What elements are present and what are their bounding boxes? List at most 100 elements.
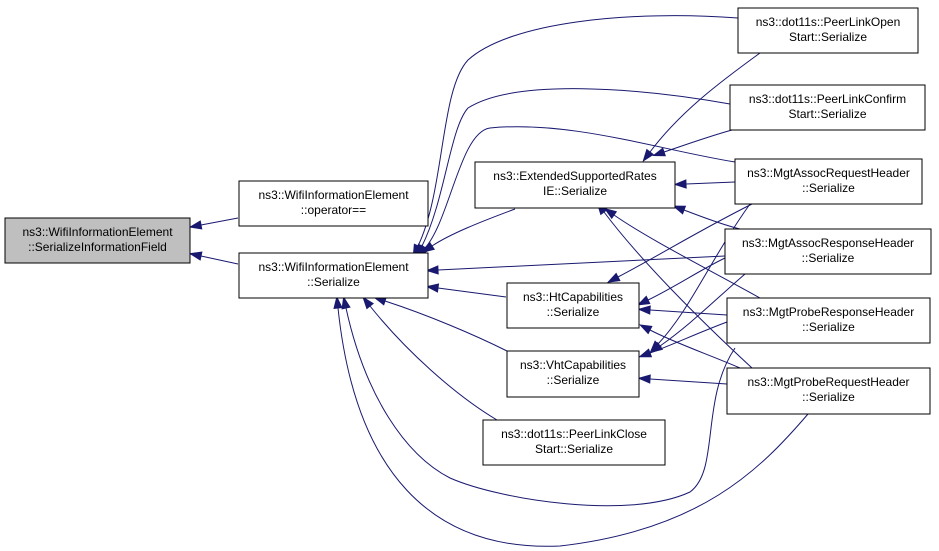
edge-probe-response-to-vht-serialize-line <box>649 321 728 354</box>
node-assoc-response-line2: ::Serialize <box>802 251 855 265</box>
edge-peer-link-open-to-extended-rates-serialize <box>642 52 761 162</box>
node-assoc-request-line2: ::Serialize <box>802 181 855 195</box>
node-extended-rates-serialize-line2: IE::Serialize <box>543 184 607 198</box>
node-operator-eq-line2: ::operator== <box>301 203 366 217</box>
node-assoc-request-line1: ns3::MgtAssocRequestHeader <box>747 166 910 180</box>
node-assoc-request[interactable]: ns3::MgtAssocRequestHeader ::Serialize <box>734 158 923 205</box>
edge-probe-response-to-vht-serialize <box>638 321 728 358</box>
node-probe-response-line2: ::Serialize <box>802 320 855 334</box>
node-vht-serialize-line2: ::Serialize <box>547 373 600 387</box>
node-assoc-response-line1: ns3::MgtAssocResponseHeader <box>742 236 914 250</box>
edge-operator-eq-to-serialize-information-field <box>188 217 239 230</box>
edge-layer <box>188 15 809 547</box>
edge-wie-serialize-to-serialize-information-field <box>188 251 239 265</box>
node-operator-eq-line1: ns3::WifiInformationElement <box>258 188 409 202</box>
edge-vht-serialize-to-wie-serialize <box>373 296 508 352</box>
edge-peer-link-open-to-wie-serialize-line <box>417 15 739 247</box>
edge-probe-request-to-ht-serialize-line <box>649 329 741 369</box>
node-probe-request-line2: ::Serialize <box>802 390 855 404</box>
node-wie-serialize[interactable]: ns3::WifiInformationElement ::Serialize <box>238 252 429 299</box>
edge-probe-request-to-vht-serialize <box>637 374 728 385</box>
edge-peer-link-confirm-to-extended-rates-serialize-arrowhead <box>652 147 666 157</box>
node-peer-link-confirm-line2: Start::Serialize <box>788 107 866 121</box>
edge-peer-link-confirm-to-extended-rates-serialize <box>652 129 733 157</box>
edge-assoc-response-to-wie-serialize-arrowhead <box>425 265 439 275</box>
edge-assoc-request-to-ht-serialize-line <box>617 203 753 278</box>
node-peer-link-close[interactable]: ns3::dot11s::PeerLinkClose Start::Serial… <box>482 419 666 466</box>
node-ht-serialize-line2: ::Serialize <box>547 305 600 319</box>
edge-peer-link-open-to-wie-serialize <box>412 15 739 258</box>
node-peer-link-close-line1: ns3::dot11s::PeerLinkClose <box>501 427 647 441</box>
edge-probe-response-to-ht-serialize <box>637 305 728 316</box>
node-wie-serialize-line1: ns3::WifiInformationElement <box>258 260 409 274</box>
edge-assoc-response-to-ht-serialize <box>636 257 726 306</box>
edge-probe-response-to-extended-rates-serialize-line <box>613 214 761 299</box>
node-serialize-information-field[interactable]: ns3::WifiInformationElement ::SerializeI… <box>4 217 191 264</box>
node-extended-rates-serialize[interactable]: ns3::ExtendedSupportedRates IE::Serializ… <box>474 161 676 209</box>
edge-ht-serialize-to-wie-serialize <box>425 283 507 298</box>
edge-operator-eq-to-serialize-information-field-line <box>200 217 239 226</box>
node-probe-request[interactable]: ns3::MgtProbeRequestHeader ::Serialize <box>726 367 931 415</box>
node-probe-response[interactable]: ns3::MgtProbeResponseHeader ::Serialize <box>726 297 931 344</box>
edge-probe-response-to-extended-rates-serialize-arrowhead <box>603 207 618 220</box>
edge-probe-response-to-wie-serialize <box>341 295 736 507</box>
edge-wie-serialize-to-serialize-information-field-line <box>200 255 239 265</box>
node-ht-serialize[interactable]: ns3::HtCapabilities ::Serialize <box>506 282 640 329</box>
node-extended-rates-serialize-line1: ns3::ExtendedSupportedRates <box>493 169 656 183</box>
node-peer-link-open[interactable]: ns3::dot11s::PeerLinkOpen Start::Seriali… <box>737 7 919 54</box>
edge-assoc-response-to-wie-serialize <box>425 255 726 275</box>
node-peer-link-confirm-line1: ns3::dot11s::PeerLinkConfirm <box>749 92 906 106</box>
edge-extended-rates-serialize-to-wie-serialize-line <box>431 208 516 247</box>
node-serialize-information-field-line1: ns3::WifiInformationElement <box>22 225 173 239</box>
edge-extended-rates-serialize-to-wie-serialize <box>421 208 516 253</box>
edge-probe-request-to-wie-serialize-line <box>337 307 809 547</box>
node-serialize-information-field-line2: ::SerializeInformationField <box>28 240 167 254</box>
edge-operator-eq-to-serialize-information-field-arrowhead <box>188 220 203 230</box>
node-peer-link-open-line1: ns3::dot11s::PeerLinkOpen <box>756 15 901 29</box>
edge-vht-serialize-to-wie-serialize-line <box>384 300 508 352</box>
edge-probe-response-to-extended-rates-serialize <box>603 207 761 299</box>
node-ht-serialize-line1: ns3::HtCapabilities <box>523 290 623 304</box>
node-operator-eq[interactable]: ns3::WifiInformationElement ::operator== <box>238 180 429 227</box>
node-probe-request-line1: ns3::MgtProbeRequestHeader <box>747 375 909 389</box>
edge-assoc-request-to-ht-serialize <box>606 203 753 283</box>
edge-peer-link-open-to-extended-rates-serialize-arrowhead <box>642 148 655 162</box>
edge-probe-response-to-ht-serialize-arrowhead <box>637 305 651 315</box>
node-peer-link-confirm[interactable]: ns3::dot11s::PeerLinkConfirm Start::Seri… <box>729 84 926 131</box>
edge-assoc-request-to-extended-rates-serialize-line <box>685 181 736 185</box>
node-probe-response-line1: ns3::MgtProbeResponseHeader <box>743 305 914 319</box>
node-layer: ns3::WifiInformationElement ::SerializeI… <box>4 7 932 466</box>
edge-assoc-response-to-vht-serialize-line <box>659 273 746 347</box>
edge-assoc-response-to-extended-rates-serialize <box>672 205 741 230</box>
edge-assoc-request-to-vht-serialize-line <box>657 203 751 345</box>
edge-probe-request-to-ht-serialize <box>638 324 741 369</box>
edge-probe-request-to-wie-serialize-arrowhead <box>333 295 343 309</box>
edge-peer-link-open-to-extended-rates-serialize-line <box>649 52 761 153</box>
node-wie-serialize-line2: ::Serialize <box>307 275 360 289</box>
edge-peer-link-confirm-to-wie-serialize-line <box>421 88 731 247</box>
edge-assoc-response-to-ht-serialize-arrowhead <box>636 295 651 306</box>
node-vht-serialize-line1: ns3::VhtCapabilities <box>520 358 626 372</box>
edge-probe-request-to-wie-serialize <box>333 295 809 547</box>
edge-assoc-request-to-extended-rates-serialize-arrowhead <box>673 179 687 189</box>
edge-assoc-request-to-extended-rates-serialize <box>673 179 736 189</box>
edge-peer-link-close-to-wie-serialize-line <box>369 305 498 421</box>
edge-probe-response-to-wie-serialize-arrowhead <box>341 295 351 310</box>
edge-peer-link-close-to-wie-serialize <box>362 296 498 421</box>
edge-probe-request-to-vht-serialize-arrowhead <box>637 374 651 384</box>
edge-probe-request-to-ht-serialize-arrowhead <box>638 324 653 335</box>
edge-probe-response-to-ht-serialize-line <box>649 309 728 316</box>
edge-assoc-request-to-ht-serialize-arrowhead <box>606 272 621 283</box>
edge-assoc-response-to-ht-serialize-line <box>647 257 726 301</box>
edge-probe-request-to-vht-serialize-line <box>649 378 728 385</box>
node-peer-link-close-line2: Start::Serialize <box>535 442 613 456</box>
node-assoc-response[interactable]: ns3::MgtAssocResponseHeader ::Serialize <box>724 228 932 275</box>
edge-ht-serialize-to-wie-serialize-arrowhead <box>425 283 440 293</box>
edge-assoc-response-to-extended-rates-serialize-arrowhead <box>672 205 687 215</box>
node-vht-serialize[interactable]: ns3::VhtCapabilities ::Serialize <box>506 350 640 398</box>
edge-wie-serialize-to-serialize-information-field-arrowhead <box>188 251 203 261</box>
node-peer-link-open-line2: Start::Serialize <box>789 30 867 44</box>
edge-peer-link-confirm-to-extended-rates-serialize-line <box>663 129 733 153</box>
edge-probe-response-to-vht-serialize-arrowhead <box>638 348 653 358</box>
